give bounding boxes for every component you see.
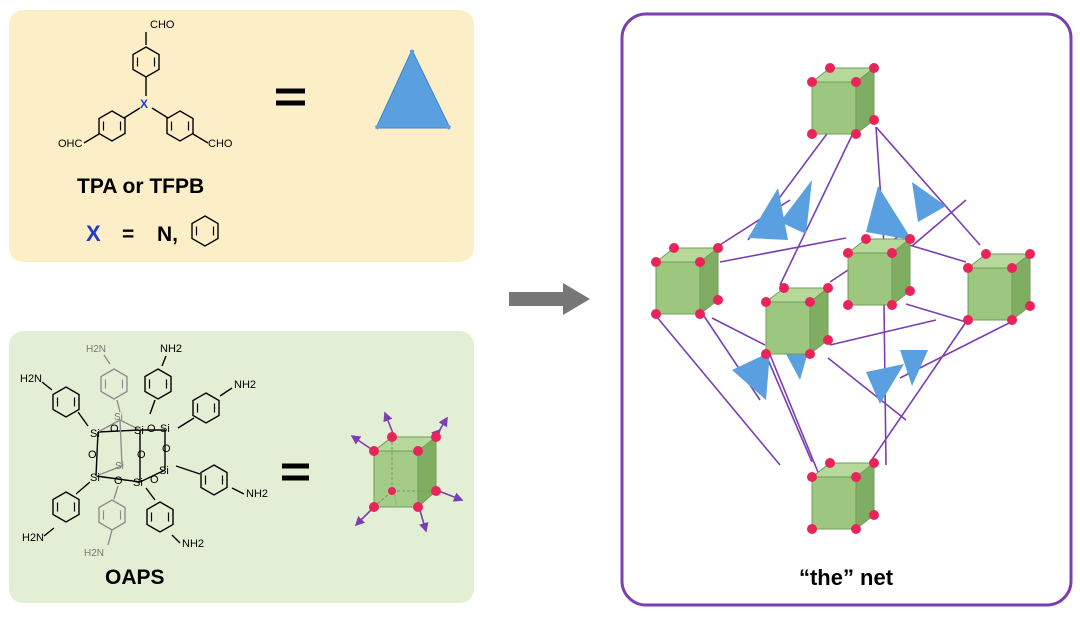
ohc-left: OHC [58, 138, 83, 150]
amine-right-top: NH2 [234, 379, 256, 391]
si-atom-back: Si [114, 412, 123, 423]
x-equals: = [122, 223, 134, 246]
oaps-structure: H2N H2N NH2 H2N NH2 NH2 H2N NH2 [20, 343, 268, 559]
o-atom: O [162, 443, 171, 455]
o-atom: O [114, 475, 123, 487]
si-atom: Si [133, 477, 143, 489]
x-options: N, [157, 223, 178, 246]
si-atom: Si [90, 428, 100, 440]
si-atom: Si [134, 425, 144, 437]
amine-back-bottom: H2N [84, 548, 104, 559]
o-atom: O [110, 423, 119, 435]
amine-right-bottom: NH2 [246, 488, 268, 500]
si-atom: Si [90, 472, 100, 484]
reaction-arrow [509, 283, 590, 315]
tpa-equals-sign [276, 88, 305, 106]
amine-bottom-right: NH2 [182, 538, 204, 550]
amine-top: NH2 [160, 343, 182, 355]
amine-back-top: H2N [86, 344, 106, 355]
x-atom: X [140, 97, 148, 111]
net-label: “the” net [799, 565, 894, 590]
cho-right: CHO [208, 138, 233, 150]
amine-left-bottom: H2N [22, 532, 44, 544]
si-atom-back: Si [115, 461, 124, 472]
net-triangles [732, 180, 946, 404]
triangle-node-icon [374, 48, 452, 130]
o-atom: O [137, 449, 146, 461]
tpa-label: TPA or TFPB [77, 175, 204, 198]
si-atom: Si [160, 423, 170, 435]
o-atom: O [88, 449, 97, 461]
amine-left-top: H2N [20, 373, 42, 385]
tpa-panel [9, 10, 474, 262]
si-atom: Si [159, 465, 169, 477]
x-symbol: X [86, 221, 101, 246]
o-atom: O [147, 423, 156, 435]
cho-top: CHO [150, 19, 175, 31]
oaps-label: OAPS [105, 566, 165, 589]
oaps-equals-sign [282, 463, 309, 481]
cube-node-icon [350, 411, 464, 533]
oaps-panel [9, 331, 474, 603]
tpa-structure: CHO X OHC CHO [58, 19, 233, 150]
o-atom: O [150, 474, 159, 486]
